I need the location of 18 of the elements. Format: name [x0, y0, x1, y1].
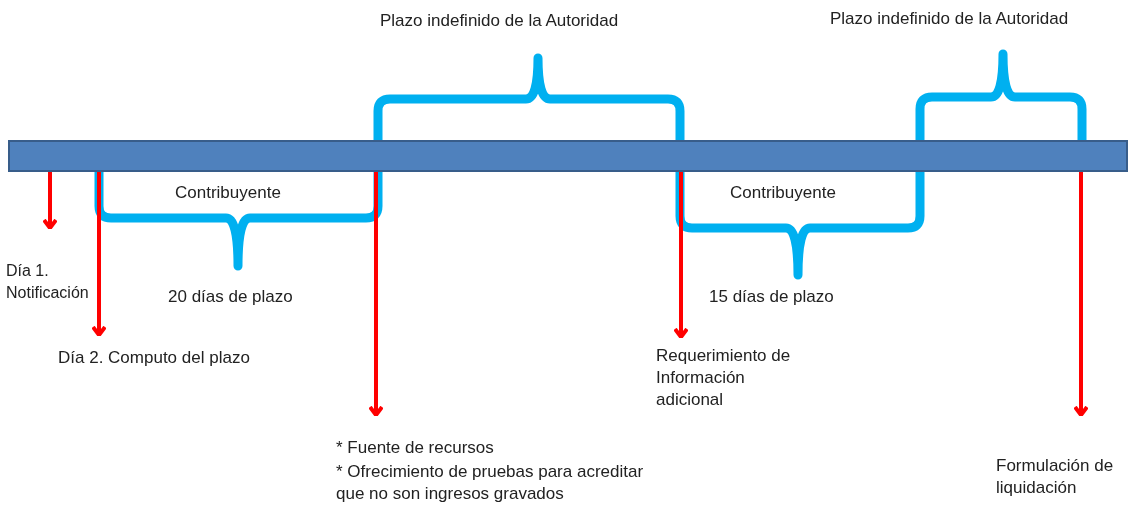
event-text: * Ofrecimiento de pruebas para acreditar que no son ingresos gravados: [336, 461, 645, 505]
event-text: * Fuente de recursos: [336, 437, 495, 459]
event-text: Día 1. Notificación: [6, 261, 90, 303]
brace-label: Contribuyente: [730, 182, 836, 204]
arrow: [42, 172, 58, 230]
arrow: [91, 172, 107, 337]
arrow: [368, 172, 384, 417]
arrow: [1073, 172, 1089, 417]
timeline-bar: [8, 140, 1128, 172]
event-text: Día 2. Computo del plazo: [58, 347, 251, 369]
period-label: 20 días de plazo: [168, 286, 293, 308]
period-label: 15 días de plazo: [709, 286, 834, 308]
brace-label: Plazo indefinido de la Autoridad: [830, 8, 1069, 30]
brace-label: Contribuyente: [175, 182, 281, 204]
event-text: Requerimiento de Información adicional: [656, 345, 792, 411]
event-text: Formulación de liquidación: [996, 455, 1114, 499]
brace-label: Plazo indefinido de la Autoridad: [380, 10, 619, 32]
arrow: [673, 172, 689, 339]
